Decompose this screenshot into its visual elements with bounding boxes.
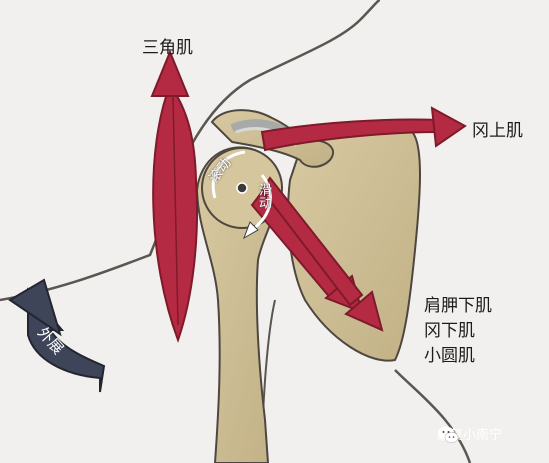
deltoid-line (172, 94, 179, 326)
body-outline (0, 0, 381, 302)
rotation-center (236, 182, 248, 194)
rotator-arrowhead-2 (344, 290, 384, 332)
supraspinatus-arrowhead (430, 106, 467, 148)
infraspinatus-label: 冈下肌 (424, 321, 475, 341)
sliding-arrowhead (243, 221, 259, 240)
sliding-label: 滑动 (256, 183, 271, 209)
watermark: 康复小南宁 (437, 424, 502, 444)
deltoid-label: 三角肌 (142, 38, 193, 58)
rolling-arrow (211, 150, 246, 199)
abduction-arrowhead (8, 278, 62, 337)
subscapularis-label: 肩胛下肌 (424, 296, 492, 316)
rotator-group-label: 肩胛下肌 冈下肌 小圆肌 (424, 294, 492, 369)
rotator-muscle-2 (260, 176, 364, 307)
deltoid-arrow-up (150, 49, 190, 97)
wechat-icon (438, 426, 459, 444)
back-contour (394, 369, 472, 463)
supraspinatus-label: 冈上肌 (472, 121, 523, 141)
teres-minor-label: 小圆肌 (424, 346, 475, 366)
